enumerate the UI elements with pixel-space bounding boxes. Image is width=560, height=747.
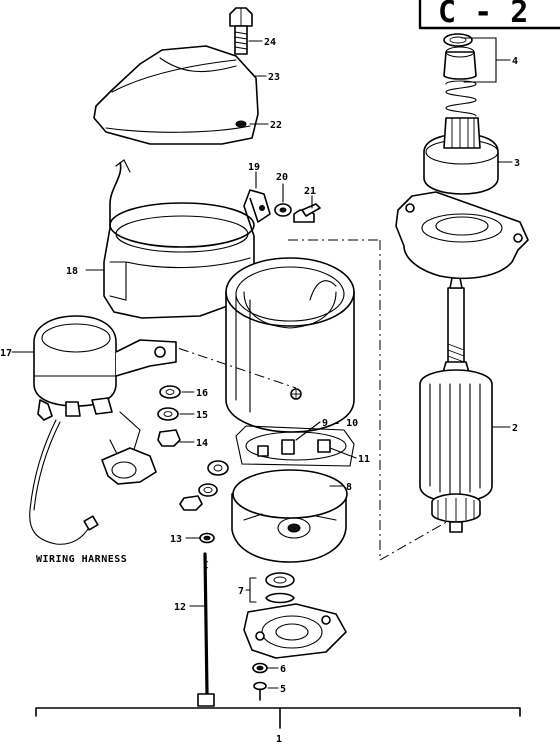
wiring-harness-label: WIRING HARNESS (36, 554, 127, 565)
magnetic-switch-17 (33, 315, 177, 457)
callout-20: 20 (276, 172, 288, 183)
callout-17: 17 (0, 348, 12, 359)
callout-4: 4 (512, 56, 518, 67)
callout-24: 24 (264, 37, 276, 48)
yoke-housing (225, 257, 355, 467)
callout-15: 15 (196, 410, 208, 421)
washer-16 (159, 385, 181, 399)
terminal-washers (179, 460, 229, 511)
callout-22: 22 (270, 120, 282, 131)
nut-20 (274, 203, 292, 217)
stop-spring-4 (443, 33, 477, 117)
drive-housing (395, 191, 529, 280)
terminal-block (101, 447, 157, 485)
washer-15 (157, 407, 179, 421)
bearing-cover (243, 603, 347, 659)
overall-assembly-bracket (35, 707, 521, 729)
callout-1: 1 (276, 734, 282, 745)
washer-6 (252, 662, 268, 674)
seal-7 (265, 572, 295, 604)
callout-19: 19 (248, 162, 260, 173)
callout-12: 12 (174, 602, 186, 613)
bolt-21 (293, 203, 321, 223)
callout-7: 7 (238, 586, 244, 597)
armature-2 (419, 277, 493, 533)
screw-5 (253, 681, 267, 701)
callout-14: 14 (196, 438, 208, 449)
bracket-18-19 (103, 159, 271, 319)
callout-6: 6 (280, 664, 286, 675)
callout-21: 21 (304, 186, 316, 197)
top-cover-22 (93, 45, 259, 145)
callout-3: 3 (514, 158, 520, 169)
bolt-24 (229, 7, 253, 55)
callout-23: 23 (268, 72, 280, 83)
callout-16: 16 (196, 388, 208, 399)
wiring-harness (29, 419, 99, 545)
pinion-3 (423, 117, 499, 195)
end-frame-8 (231, 469, 348, 563)
page-code-box: C - 2 (418, 0, 560, 30)
callout-8: 8 (346, 482, 352, 493)
page-code: C - 2 (438, 0, 528, 30)
through-bolt-12 (197, 552, 215, 707)
callout-11: 11 (358, 454, 370, 465)
callout-5: 5 (280, 684, 286, 695)
callout-2: 2 (512, 423, 518, 434)
callout-18: 18 (66, 266, 78, 277)
washer-13 (199, 532, 215, 544)
callout-9-10: 9 - 10 (322, 418, 358, 429)
nut-14 (157, 429, 181, 447)
callout-13: 13 (170, 534, 182, 545)
